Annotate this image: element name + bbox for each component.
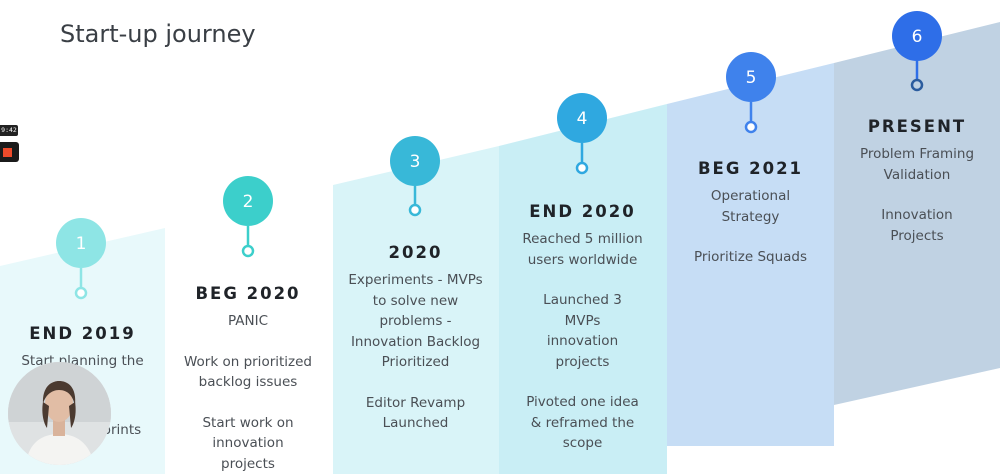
pin-dot-5 xyxy=(744,120,758,134)
step-3-item-2: Editor Revamp Launched xyxy=(365,394,466,432)
step-4-content: END 2020 Reached 5 million users worldwi… xyxy=(515,202,650,454)
pin-dot-4 xyxy=(575,161,589,175)
step-4-item-2: Launched 3 MVPs innovation projects xyxy=(543,292,622,370)
band-6 xyxy=(834,22,1000,405)
recording-timer: 9:42 xyxy=(0,125,18,136)
pin-dot-2 xyxy=(241,244,255,258)
stop-recording-button[interactable] xyxy=(0,142,19,162)
step-3-heading: 2020 xyxy=(388,243,443,262)
step-5-content: BEG 2021 Operational Strategy Prioritize… xyxy=(683,159,818,268)
presenter-avatar xyxy=(8,362,111,465)
step-2-item-1: PANIC xyxy=(227,313,269,329)
step-5-item-2: Prioritize Squads xyxy=(693,249,808,265)
step-number-4: 4 xyxy=(577,109,588,129)
step-6-content: PRESENT Problem Framing Validation Innov… xyxy=(849,117,985,246)
webcam-bubble[interactable] xyxy=(8,362,111,465)
step-2-content: BEG 2020 PANIC Work on prioritized backl… xyxy=(173,284,323,474)
step-number-3: 3 xyxy=(410,152,421,172)
pin-dot-1 xyxy=(74,286,88,300)
step-circle-2 xyxy=(223,176,273,226)
step-circle-3 xyxy=(390,136,440,186)
pin-dot-6 xyxy=(910,78,924,92)
pin-dot-3 xyxy=(408,203,422,217)
step-3-content: 2020 Experiments - MVPs to solve new pro… xyxy=(348,243,483,434)
step-circle-4 xyxy=(557,93,607,143)
step-number-6: 6 xyxy=(912,27,923,47)
step-6-item-1: Problem Framing Validation xyxy=(859,146,975,183)
step-number-1: 1 xyxy=(76,234,87,254)
step-circle-5 xyxy=(726,52,776,102)
step-number-5: 5 xyxy=(746,68,757,88)
step-4-item-1: Reached 5 million users worldwide xyxy=(522,231,643,268)
step-4-heading: END 2020 xyxy=(529,202,636,221)
step-1-content: END 2019 Start planning the Sprints xyxy=(0,324,165,440)
band-5 xyxy=(667,63,834,446)
step-5-heading: BEG 2021 xyxy=(697,159,804,178)
step-number-2: 2 xyxy=(243,192,254,212)
step-5-item-1: Operational Strategy xyxy=(710,188,791,225)
step-2-item-3: Start work on innovation projects xyxy=(202,414,294,472)
step-circle-6 xyxy=(892,11,942,61)
band-3 xyxy=(333,146,499,474)
step-2-item-2: Work on prioritized backlog issues xyxy=(183,353,313,391)
band-4 xyxy=(499,104,667,474)
step-2-heading: BEG 2020 xyxy=(195,284,301,303)
step-6-item-2: Innovation Projects xyxy=(881,207,953,244)
slide-title: Start-up journey xyxy=(60,20,256,48)
step-3-item-1: Experiments - MVPs to solve new problems… xyxy=(348,272,483,370)
step-6-heading: PRESENT xyxy=(867,117,967,136)
step-circle-1 xyxy=(56,218,106,268)
stop-icon xyxy=(3,148,12,157)
step-1-heading: END 2019 xyxy=(29,324,136,343)
step-4-item-3: Pivoted one idea & reframed the scope xyxy=(526,394,639,451)
